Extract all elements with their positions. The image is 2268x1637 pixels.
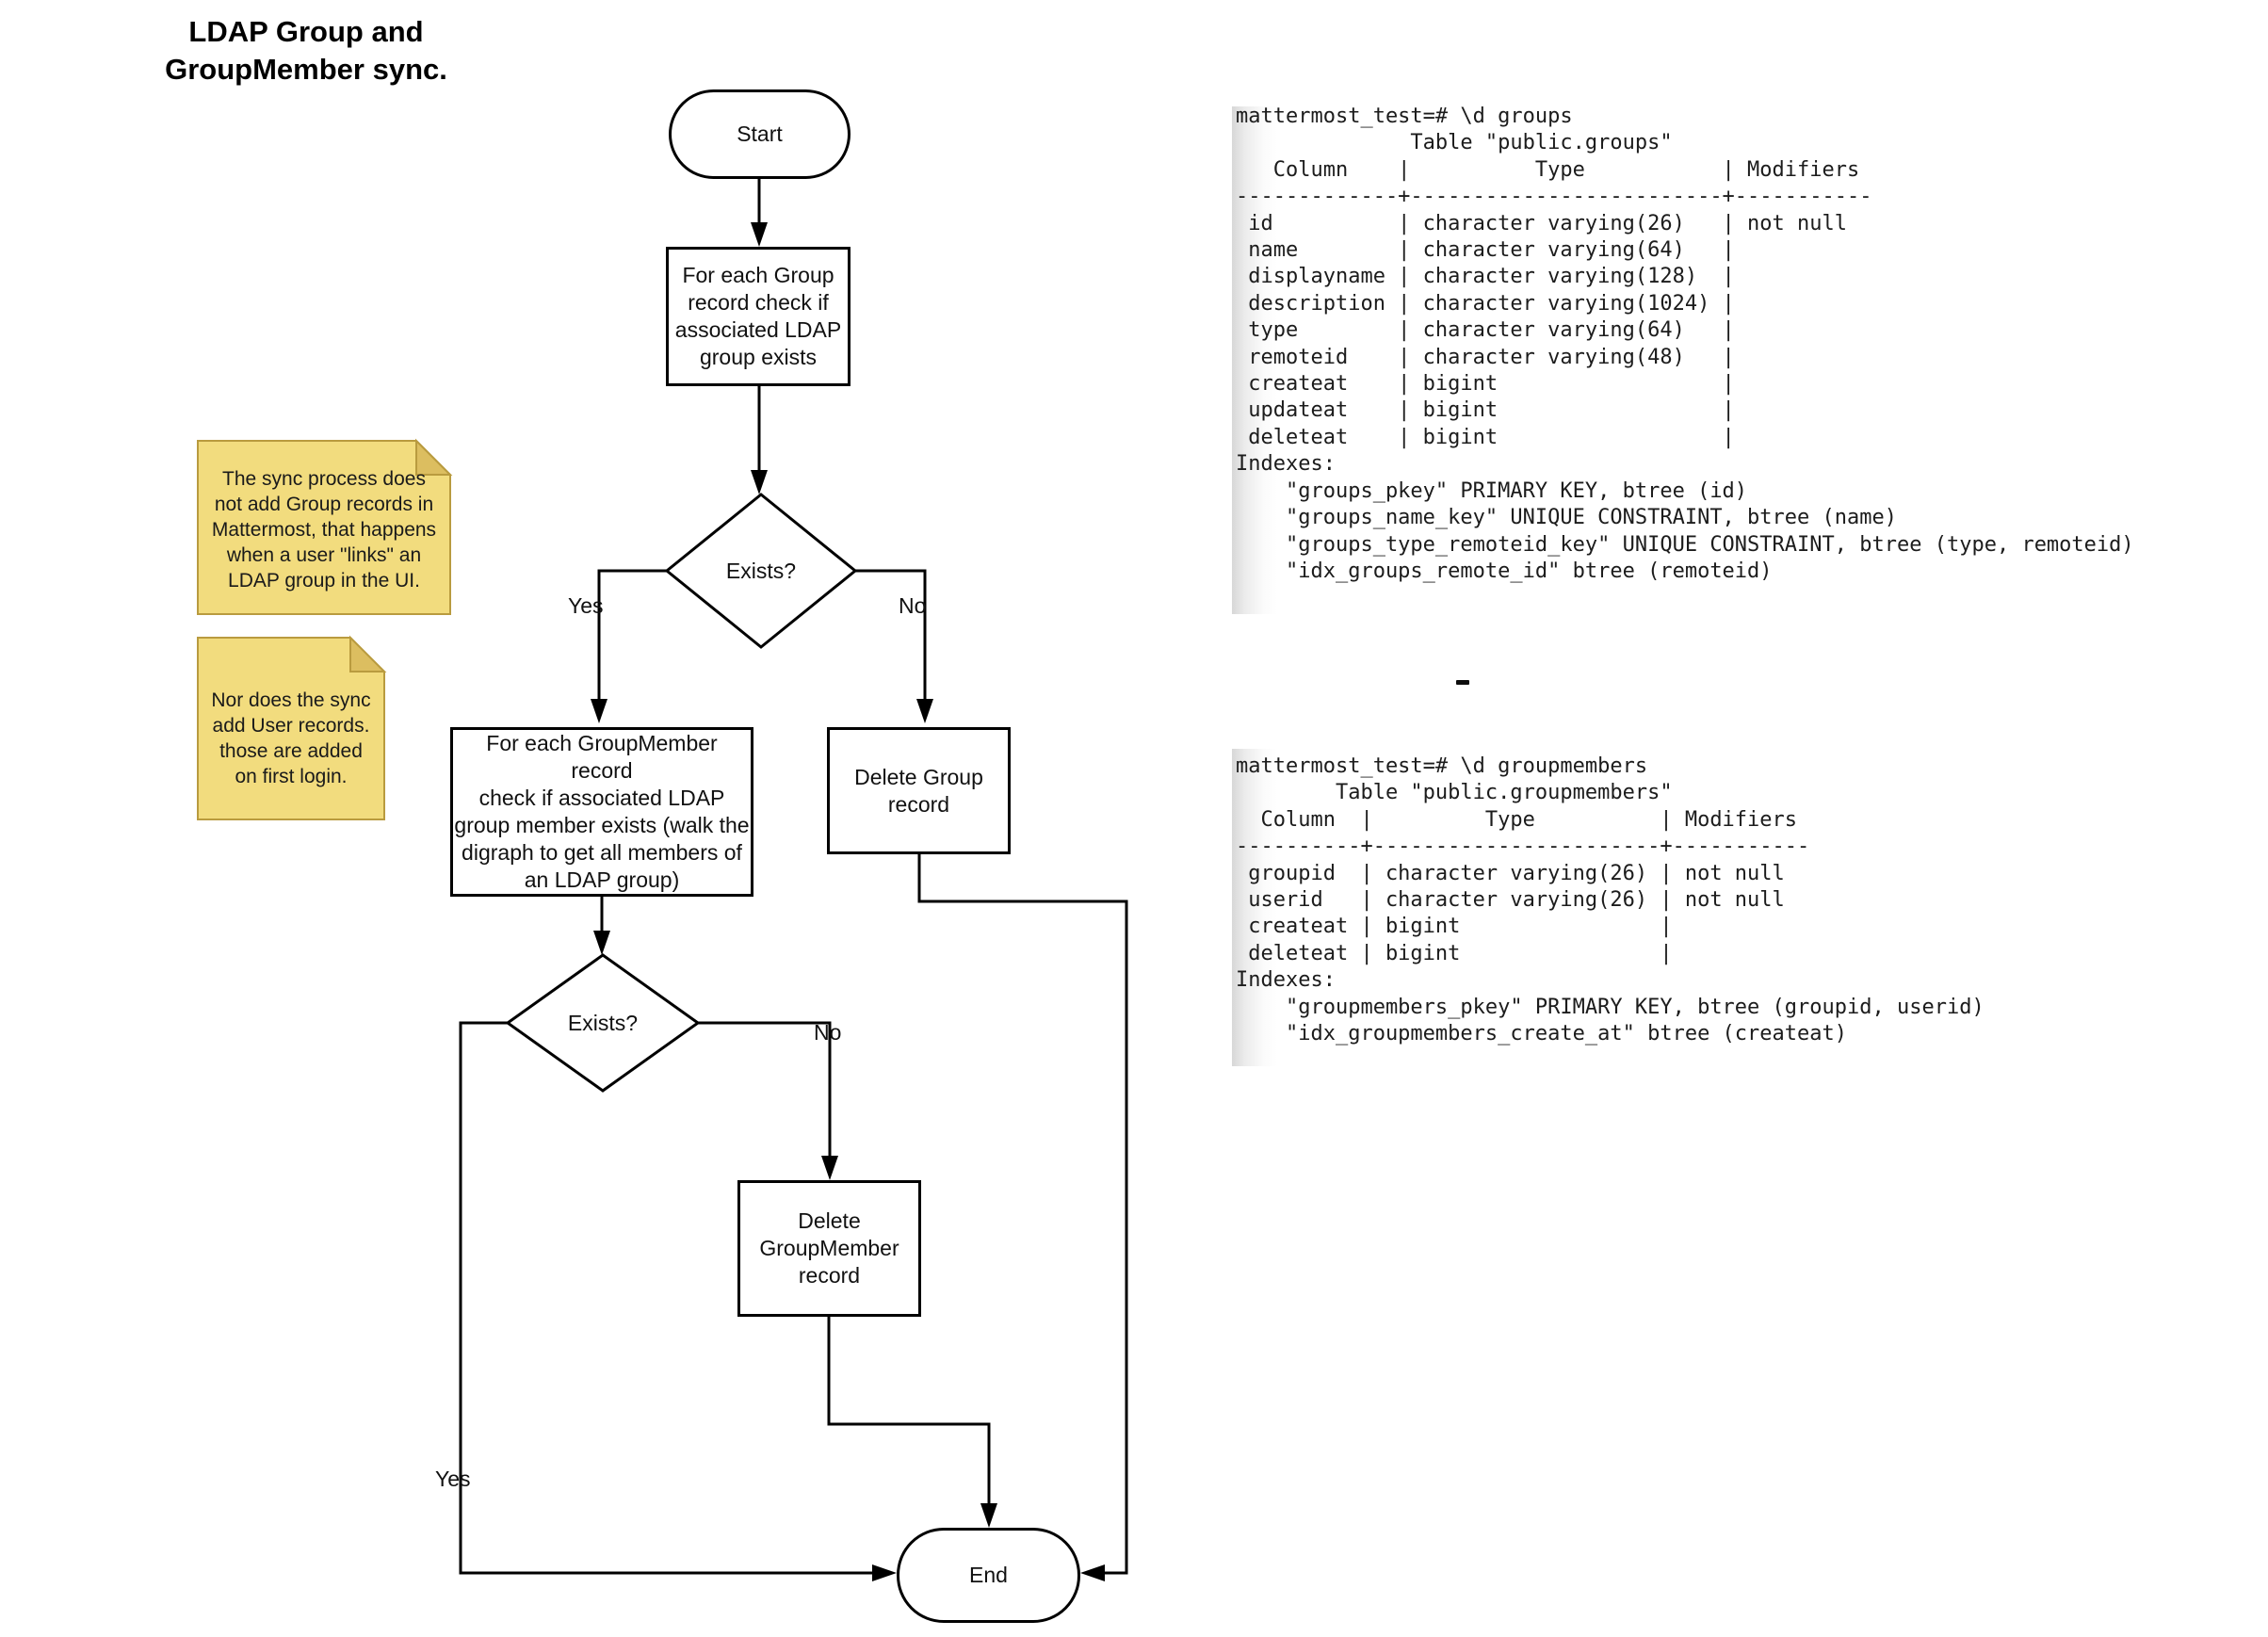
diagram-title: LDAP Group and GroupMember sync. [165,15,447,86]
arrowhead-icon [593,931,610,955]
terminal-groups-background [1232,106,2172,614]
arrowhead-icon [916,699,933,723]
edge-delete-groupmember-to-end [827,1317,991,1507]
decision-groupmember-diamond [505,953,701,1093]
sticky-note-sync-groups: The sync process does not add Group reco… [211,467,437,592]
arrowhead-icon [751,222,768,247]
delete-groupmember-node: Delete GroupMember record [737,1180,921,1317]
sticky-note-sync-users: Nor does the sync add User records. thos… [211,689,371,787]
process-group-node: For each Group record check if associate… [666,247,850,386]
arrowhead-icon [872,1564,897,1581]
edge-decision-groupmember-no [698,1021,832,1159]
decision-groupmember-no-label: No [814,1020,842,1045]
decision-groupmember-yes-label: Yes [435,1467,471,1491]
terminal-groupmembers-output: mattermost_test=# \d groupmembers Table … [1236,754,1984,1046]
decision-group-label: Exists? [725,559,797,583]
arrowhead-icon [1080,1564,1105,1581]
sticky-note-fold-icon [349,635,387,673]
delete-group-node: Delete Group record [827,727,1011,854]
decision-group-no-label: No [899,593,927,618]
text-cursor-dash-icon [1456,680,1469,685]
process-groupmember-node: For each GroupMember record check if ass… [450,727,753,897]
sticky-note-fold-icon [415,438,453,476]
decision-groupmember-label: Exists? [567,1011,639,1035]
arrowhead-icon [591,699,608,723]
arrowhead-icon [751,470,768,494]
decision-group-yes-label: Yes [568,593,604,618]
edge-decision-group-no [855,569,927,703]
decision-group-diamond [664,493,858,649]
edge-decision-group-yes [597,569,667,703]
edge-delete-group-to-end [917,854,1128,1575]
arrowhead-icon [980,1503,997,1528]
sticky-note-shape [197,637,385,820]
terminal-groupmembers-background [1232,749,1985,1066]
edge-decision-groupmember-yes-to-end [459,1021,876,1575]
sticky-note-shape [197,440,451,615]
end-node: End [897,1528,1080,1623]
arrowhead-icon [821,1156,838,1180]
start-node: Start [669,89,850,179]
terminal-groups-output: mattermost_test=# \d groups Table "publi… [1236,105,2134,583]
